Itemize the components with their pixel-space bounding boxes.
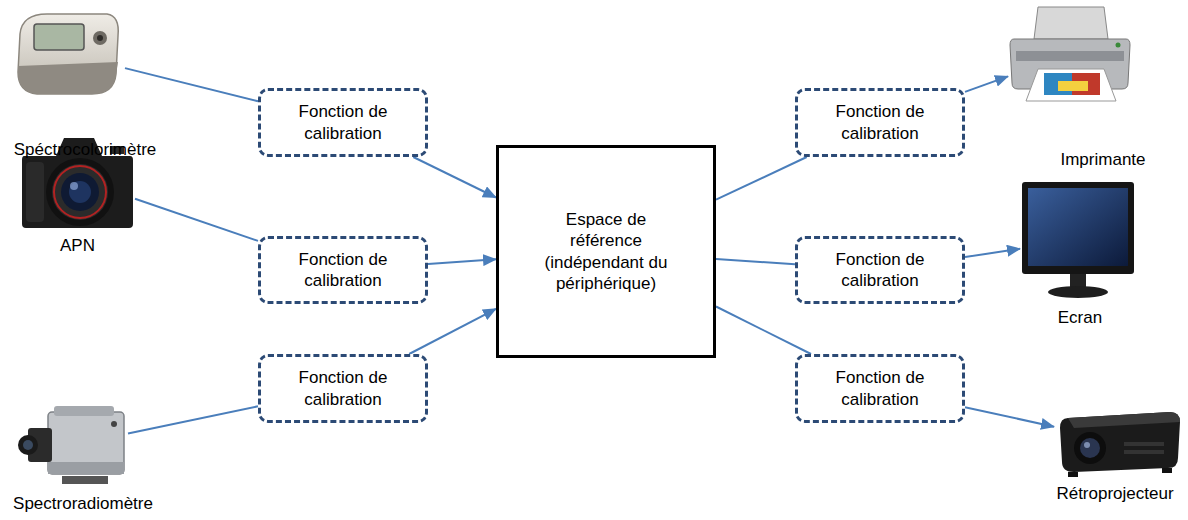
calibration-box: Fonction de calibration bbox=[795, 88, 965, 157]
device-name: Imprimante bbox=[1023, 149, 1183, 170]
connector-arrow bbox=[135, 199, 258, 241]
spectrocolorimeter-picture bbox=[12, 4, 125, 104]
device-label: Rétroprojecteur bbox=[1046, 398, 1184, 508]
calibration-box: Fonction de calibration bbox=[795, 354, 965, 423]
connector-arrow bbox=[716, 259, 795, 264]
box-text: Fonction de calibration bbox=[273, 249, 413, 292]
monitor-picture bbox=[1020, 180, 1136, 300]
device-label: Spéctrocolorimètre bbox=[3, 0, 167, 165]
device-name: Spectroradiomètre bbox=[3, 493, 163, 514]
connector-arrow bbox=[965, 249, 1020, 257]
device-name: Rétroprojecteur bbox=[1046, 483, 1184, 504]
connector-arrow bbox=[428, 259, 496, 264]
connector-arrow bbox=[965, 407, 1054, 427]
connector-arrow bbox=[409, 309, 496, 354]
box-text: Fonction de calibration bbox=[810, 249, 950, 292]
calibration-box: Fonction de calibration bbox=[258, 88, 428, 157]
calibration-box: Fonction de calibration bbox=[258, 236, 428, 304]
box-text: Fonction de calibration bbox=[810, 101, 950, 144]
box-text: Espace de référence (indépendant du péri… bbox=[531, 209, 681, 294]
calibration-box: Fonction de calibration bbox=[795, 236, 965, 304]
device-label: Ecran bbox=[1013, 176, 1147, 334]
device-name: Ecran bbox=[1013, 307, 1147, 328]
box-text: Fonction de calibration bbox=[810, 367, 950, 410]
calibration-box: Fonction de calibration bbox=[258, 354, 428, 423]
connector-arrow bbox=[128, 406, 258, 433]
printer-picture bbox=[1008, 3, 1132, 105]
device-name: APN bbox=[13, 235, 142, 256]
projector-picture bbox=[1054, 402, 1184, 480]
connector-arrow bbox=[716, 157, 807, 200]
device-label: APN bbox=[13, 122, 142, 258]
box-text: Fonction de calibration bbox=[273, 367, 413, 410]
connector-arrow bbox=[125, 68, 258, 101]
spectroradiometer-picture bbox=[18, 402, 128, 488]
connector-arrow bbox=[716, 307, 811, 355]
box-text: Fonction de calibration bbox=[273, 101, 413, 144]
connector-arrow bbox=[965, 76, 1008, 92]
device-label: Imprimante bbox=[1023, 0, 1183, 172]
reference-space-box: Espace de référence (indépendant du péri… bbox=[496, 145, 716, 358]
device-name: Spéctrocolorimètre bbox=[3, 139, 167, 160]
connector-arrow bbox=[413, 157, 496, 198]
device-label: Spectroradiomètre bbox=[3, 398, 163, 516]
